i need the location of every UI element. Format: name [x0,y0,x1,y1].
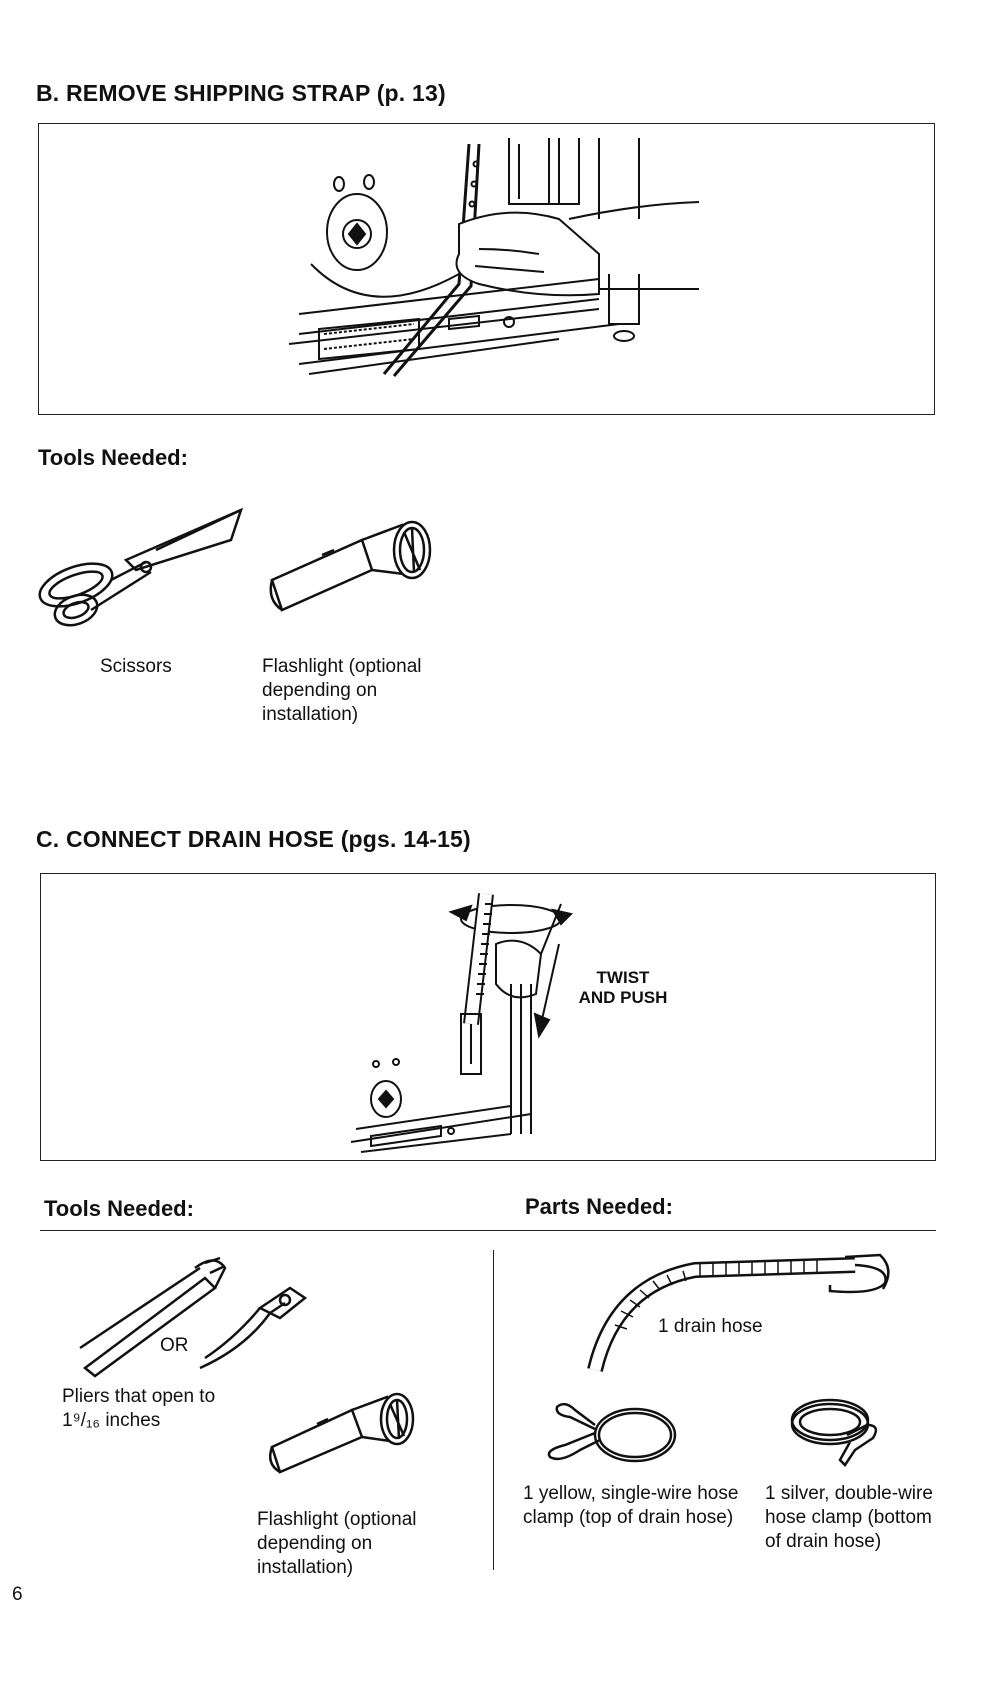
pliers-icon [75,1258,320,1378]
double-wire-clamp-label: 1 silver, double-wire hose clamp (bottom… [765,1482,945,1554]
tools-parts-divider [493,1250,494,1570]
flashlight-icon [262,520,442,620]
section-c-header-rule [40,1230,936,1231]
double-wire-clamp-icon [785,1390,885,1470]
section-c-heading: C. CONNECT DRAIN HOSE (pgs. 14-15) [36,826,471,853]
pliers-label: Pliers that open to 1⁹/₁₆ inches [62,1385,232,1433]
section-c-parts-heading: Parts Needed: [525,1194,673,1220]
section-b-heading: B. REMOVE SHIPPING STRAP (p. 13) [36,80,446,107]
drain-hose-illustration-frame: TWIST AND PUSH [40,873,936,1161]
shipping-strap-illustration [39,124,936,416]
section-c-tools-heading: Tools Needed: [44,1196,194,1222]
shipping-strap-illustration-frame [38,123,935,415]
page-number: 6 [12,1583,23,1607]
scissors-icon [36,510,246,640]
scissors-label: Scissors [100,655,172,679]
drain-hose-icon [585,1245,895,1375]
twist-and-push-caption: TWIST AND PUSH [578,968,668,1008]
flashlight-label-c: Flashlight (optional depending on instal… [257,1508,457,1580]
flashlight-label-b: Flashlight (optional depending on instal… [262,655,462,727]
pliers-or-text: OR [160,1334,189,1358]
single-wire-clamp-icon [535,1395,680,1470]
flashlight-icon [262,1392,422,1482]
drain-hose-illustration [41,874,937,1162]
single-wire-clamp-label: 1 yellow, single-wire hose clamp (top of… [523,1482,753,1530]
drain-hose-label: 1 drain hose [658,1315,763,1339]
section-b-tools-heading: Tools Needed: [38,445,188,471]
